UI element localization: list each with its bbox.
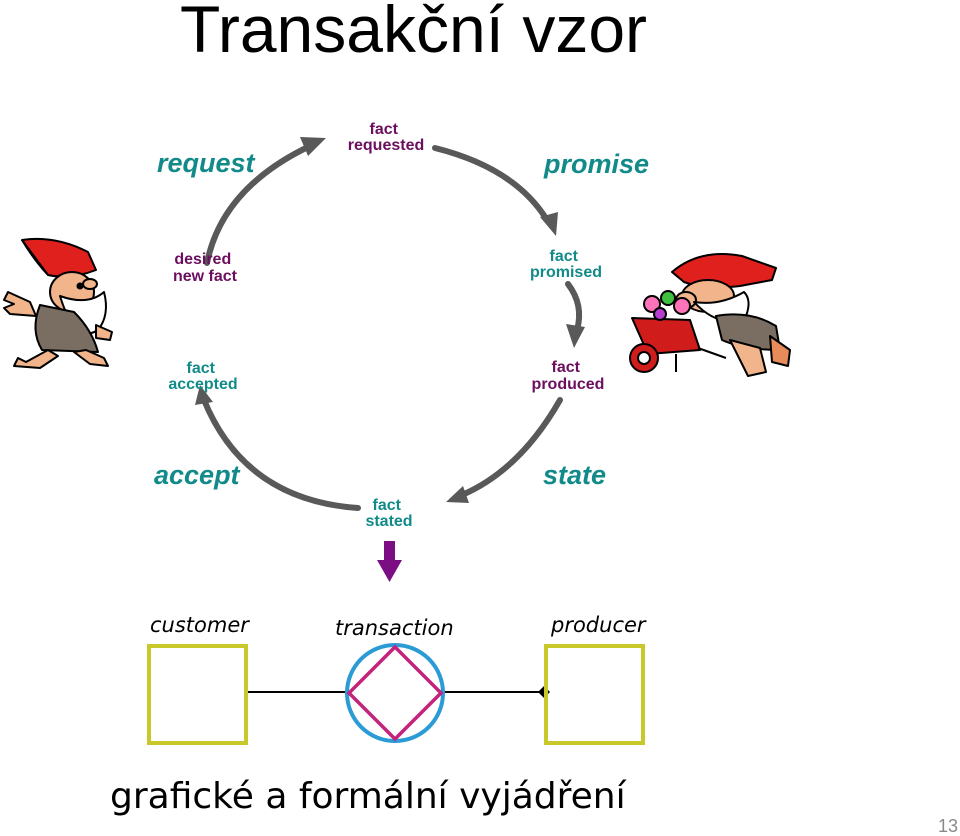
arc-request	[204, 143, 313, 266]
producer-box	[544, 644, 645, 745]
fact-requested-label: fact requested	[348, 121, 424, 154]
arrowhead-promise	[540, 212, 558, 236]
arc-promised-to-produced	[565, 281, 583, 333]
transaction-circle	[345, 643, 445, 743]
gnome-waving-icon	[3, 237, 113, 369]
transaction-diamond	[346, 644, 444, 742]
slide-caption: grafické a formální vyjádření	[110, 776, 627, 817]
fact-desired-label: desired new fact	[173, 251, 238, 285]
transaction-label: transaction	[335, 616, 454, 640]
page-number: 13	[938, 816, 958, 836]
gnome-wheelbarrow-icon	[629, 253, 791, 377]
fact-accepted-label: fact accepted	[168, 360, 237, 393]
transaction-model	[147, 643, 645, 745]
act-state-label: state	[543, 460, 606, 490]
act-labels: request promise accept state	[154, 148, 649, 490]
act-request-label: request	[157, 148, 256, 178]
arrowhead-request	[300, 137, 326, 156]
fact-produced-label: fact produced	[532, 359, 605, 393]
fact-promised-label: fact promised	[530, 248, 602, 281]
arrowhead-accept	[195, 385, 213, 405]
arrowhead-state	[446, 486, 469, 503]
slide-title: Transakční vzor	[180, 0, 647, 66]
cycle-arrowheads	[195, 137, 585, 503]
customer-label: customer	[150, 613, 250, 637]
fact-stated-label: fact stated	[365, 497, 412, 530]
arc-stated-to-accept	[201, 397, 361, 511]
act-promise-label: promise	[543, 149, 649, 179]
transaction-cycle	[201, 143, 583, 511]
fact-labels: fact requested desired new fact fact pro…	[168, 121, 604, 530]
customer-box	[147, 644, 248, 745]
down-arrow-icon	[377, 541, 402, 582]
arrowhead-produced	[566, 324, 585, 348]
act-accept-label: accept	[154, 460, 241, 490]
arc-promise	[432, 145, 550, 223]
arc-state	[459, 397, 563, 498]
producer-label: producer	[550, 613, 647, 637]
